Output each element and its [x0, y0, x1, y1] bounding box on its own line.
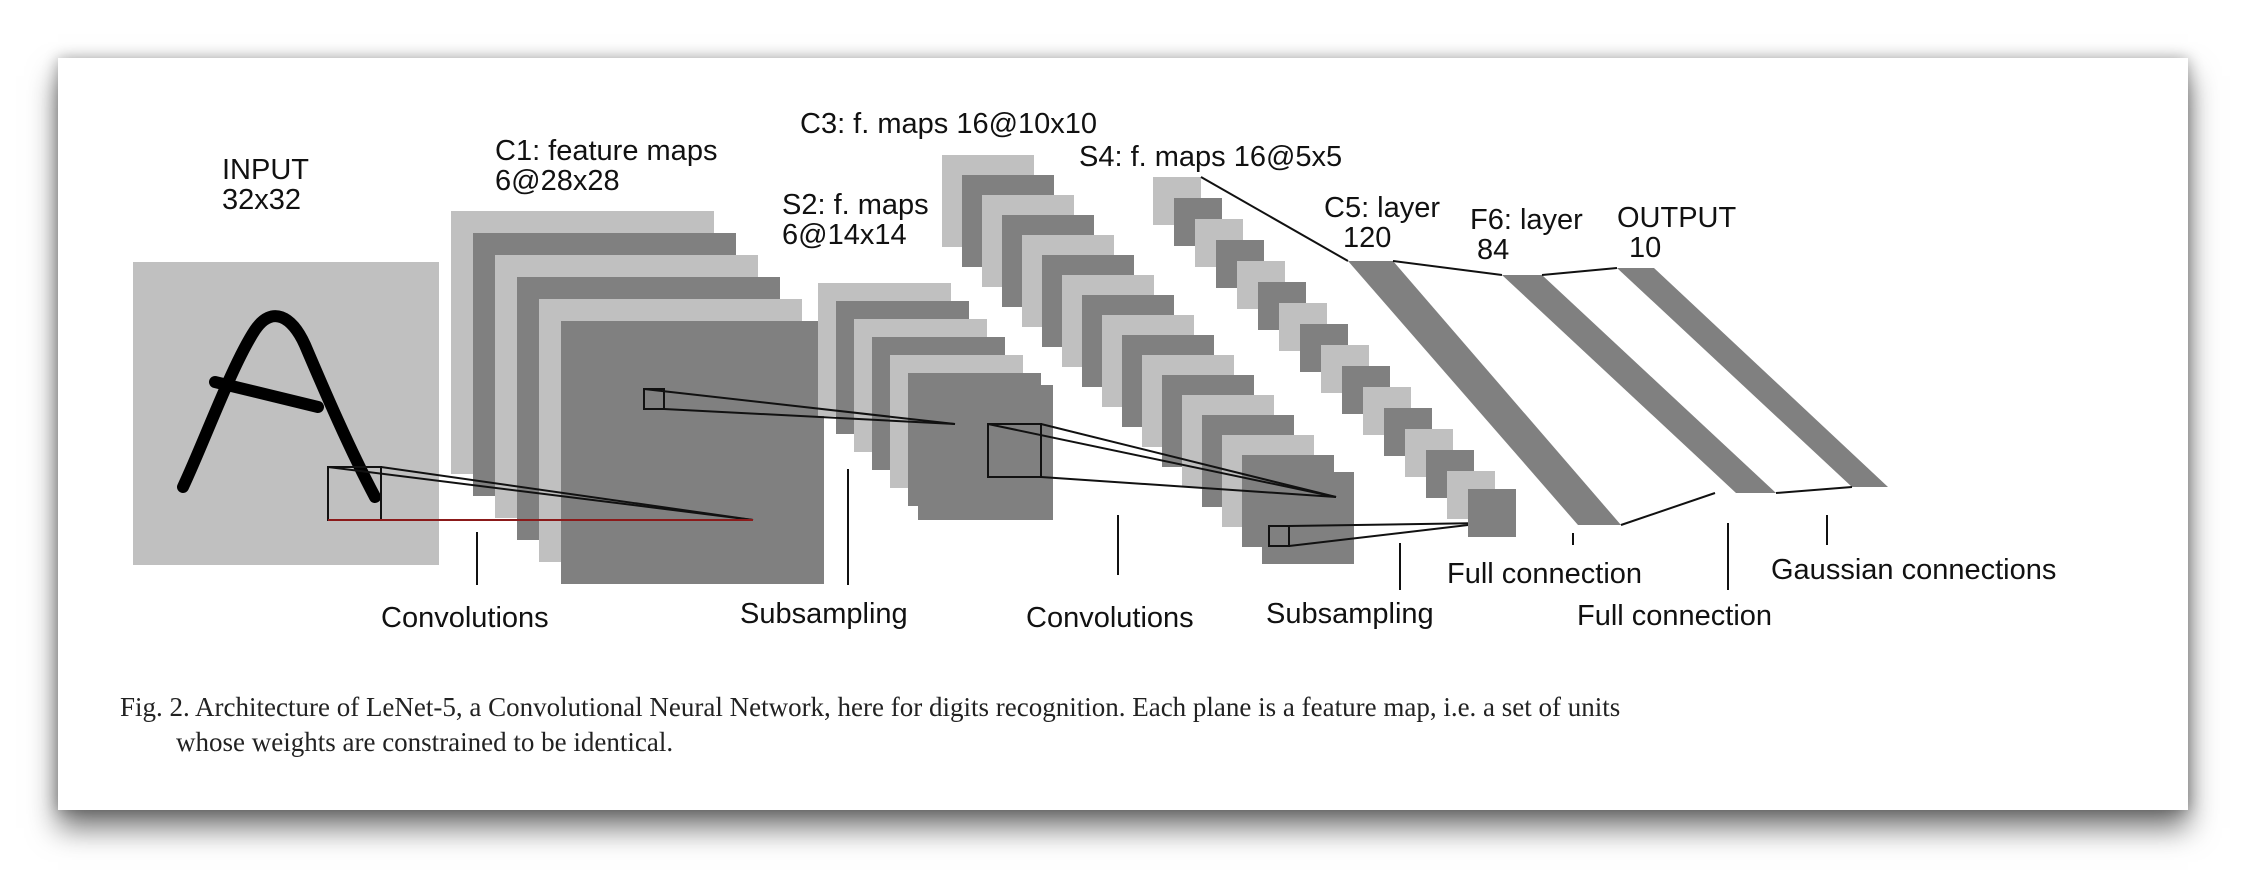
- op-convolutions-2: Convolutions: [1026, 602, 1194, 634]
- c3-stack: [942, 155, 1354, 564]
- op-full-connection-1: Full connection: [1447, 558, 1642, 590]
- input-plane: [133, 262, 439, 565]
- f6-label: F6: layer: [1470, 204, 1583, 236]
- op-subsampling-1: Subsampling: [740, 598, 908, 630]
- c3-label: C3: f. maps 16@10x10: [800, 108, 1097, 140]
- s2-label: S2: f. maps: [782, 189, 929, 221]
- operation-ticks: [476, 469, 1828, 590]
- c5-label: C5: layer: [1324, 192, 1440, 224]
- output-band: [1617, 268, 1888, 487]
- op-full-connection-2: Full connection: [1577, 600, 1772, 632]
- receptive-fields: [327, 388, 1516, 547]
- output-label: OUTPUT: [1617, 202, 1737, 234]
- input-size: 32x32: [222, 184, 301, 216]
- c5-size: 120: [1343, 222, 1391, 254]
- c5-unit: [1468, 489, 1516, 537]
- s2-stack: [818, 283, 1053, 520]
- c1-plane-6: [561, 321, 824, 584]
- output-size: 10: [1629, 232, 1661, 264]
- op-gaussian-connections: Gaussian connections: [1771, 554, 2056, 586]
- f6-band: [1502, 275, 1776, 493]
- s2-size: 6@14x14: [782, 219, 907, 251]
- digit-glyph: [177, 310, 381, 503]
- c1-stack: [451, 211, 824, 584]
- s4-label: S4: f. maps 16@5x5: [1079, 141, 1342, 173]
- op-convolutions-1: Convolutions: [381, 602, 549, 634]
- figure-caption: Fig. 2. Architecture of LeNet-5, a Convo…: [120, 690, 2130, 760]
- c1-label: C1: feature maps: [495, 135, 717, 167]
- caption-line-2: whose weights are constrained to be iden…: [176, 727, 674, 757]
- c5-band: [1348, 261, 1621, 525]
- caption-line-1: Fig. 2. Architecture of LeNet-5, a Convo…: [120, 692, 1621, 722]
- c3-plane-last: [1262, 472, 1354, 564]
- input-label: INPUT: [222, 154, 309, 186]
- s2-plane-6b: [918, 385, 1053, 520]
- f6-size: 84: [1477, 234, 1509, 266]
- c1-size: 6@28x28: [495, 165, 620, 197]
- op-subsampling-2: Subsampling: [1266, 598, 1434, 630]
- connection-lines: [1200, 176, 1853, 526]
